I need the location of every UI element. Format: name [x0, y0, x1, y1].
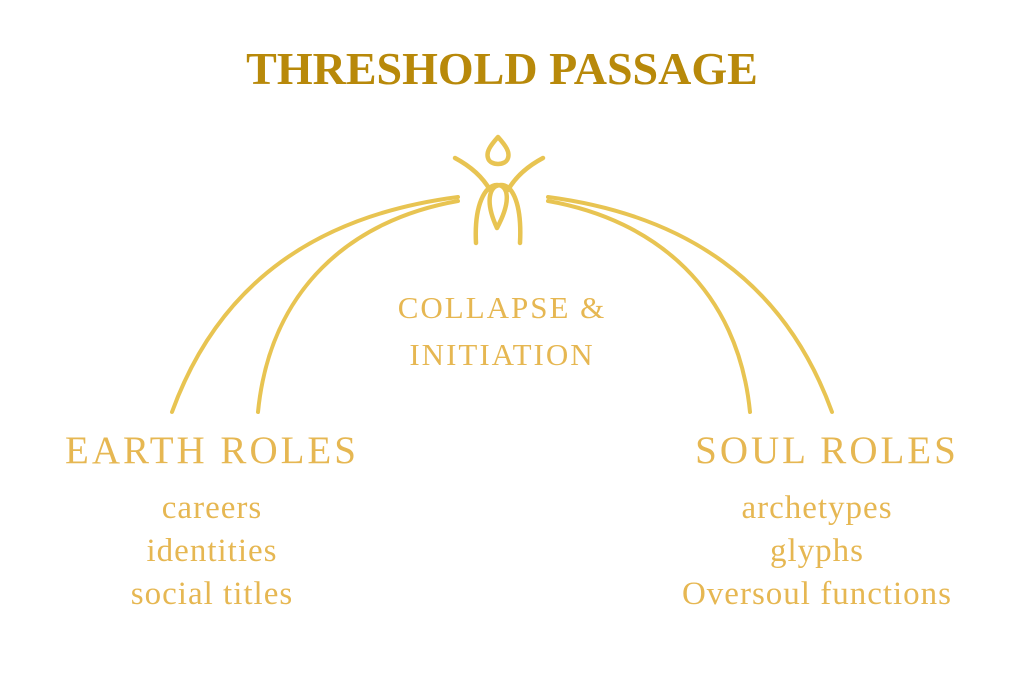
- list-item: archetypes: [741, 490, 893, 526]
- soul-roles-list: archetypes glyphs Oversoul functions: [682, 487, 952, 616]
- earth-roles-list: careers identities social titles: [131, 487, 293, 616]
- list-item: careers: [161, 490, 263, 526]
- diagram-title: THRESHOLD PASSAGE: [246, 43, 758, 94]
- human-figure-icon: [452, 134, 546, 246]
- left-inner-arc: [256, 199, 460, 414]
- left-outer-arc: [170, 195, 460, 414]
- center-label-line2: INITIATION: [409, 337, 595, 372]
- list-item: glyphs: [769, 533, 865, 569]
- earth-roles-heading: EARTH ROLES: [65, 429, 359, 472]
- list-item: Oversoul functions: [681, 576, 953, 612]
- right-inner-arc: [546, 199, 752, 414]
- center-label-line1: COLLAPSE &: [397, 290, 607, 325]
- right-outer-arc: [546, 195, 834, 414]
- soul-roles-heading: SOUL ROLES: [695, 429, 959, 472]
- list-item: identities: [146, 533, 278, 569]
- list-item: social titles: [130, 576, 294, 612]
